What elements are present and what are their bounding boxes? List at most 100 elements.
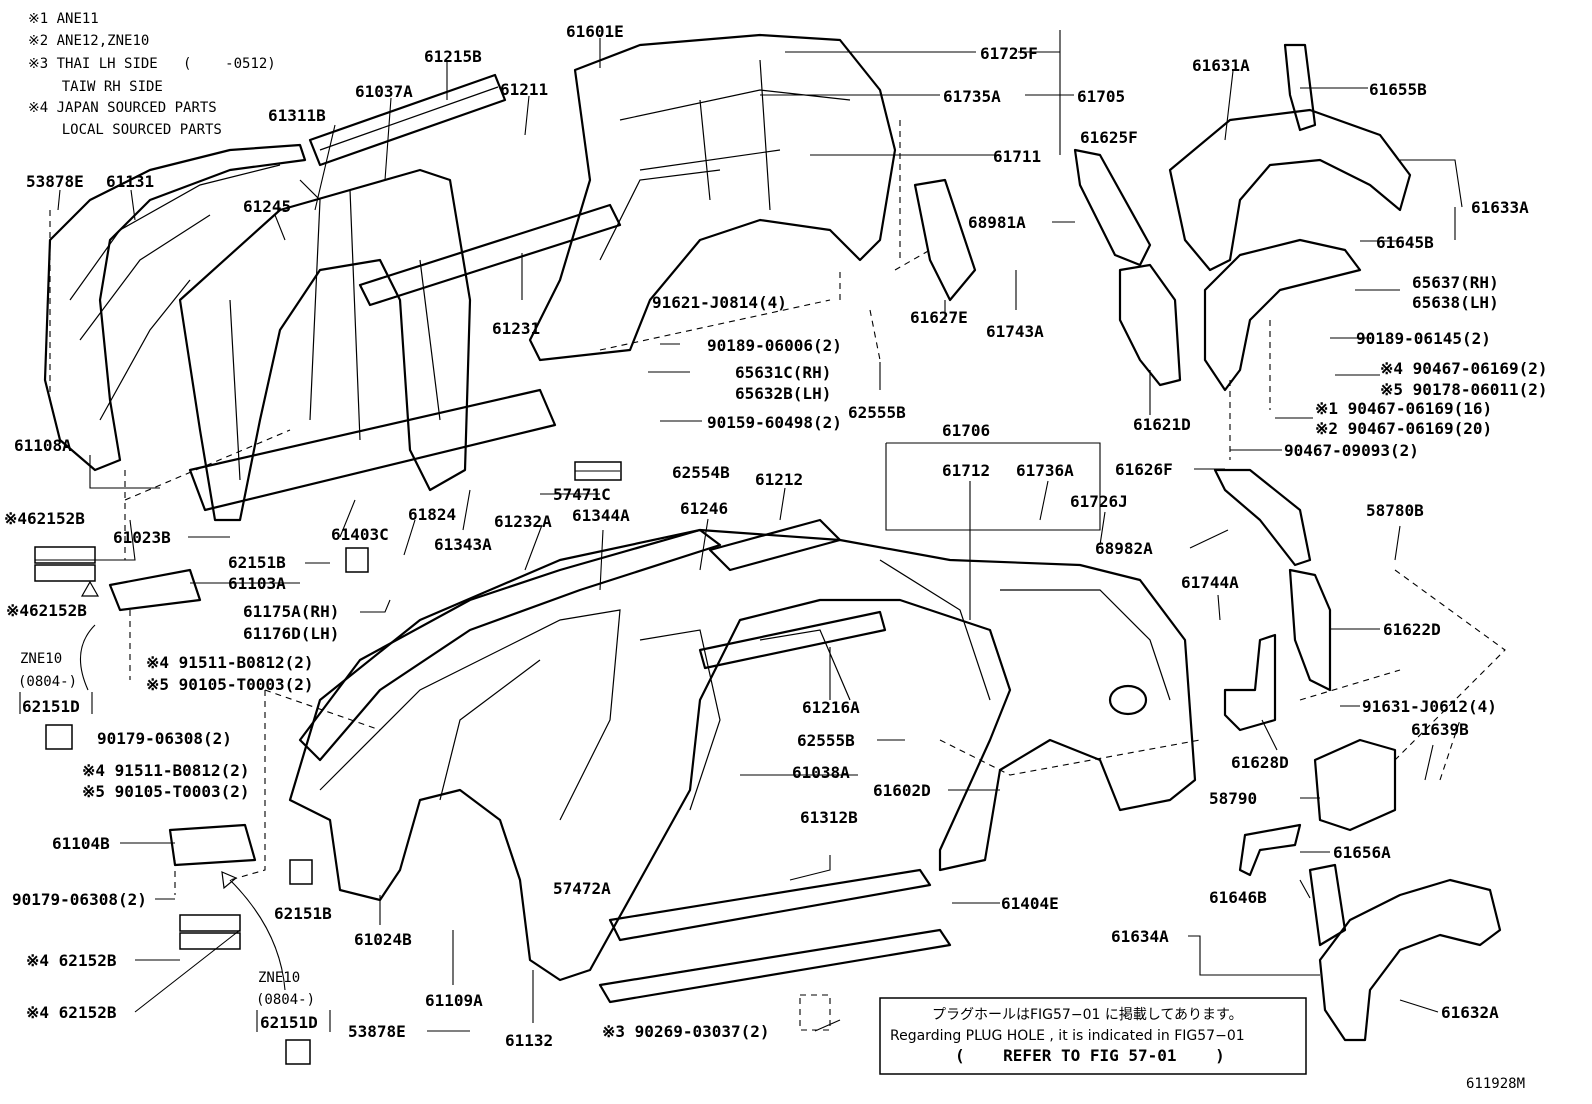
part-label: 61108A	[14, 436, 72, 455]
part-label: 61645B	[1376, 233, 1434, 252]
part-label: ZNE10	[258, 970, 300, 986]
part-label: 61632A	[1441, 1003, 1499, 1022]
arrow-curve	[229, 879, 286, 991]
guide	[599, 270, 881, 361]
bracket-61622D	[1288, 568, 1332, 692]
part-outlines	[34, 33, 1502, 1065]
part-label: 61131	[106, 172, 154, 191]
note-box-line-jp: プラグホールはFIG57−01 に掲載してあります。	[932, 1007, 1243, 1023]
part-label: 61627E	[910, 308, 968, 327]
part-label: 61176D(LH)	[243, 624, 339, 643]
part-label: ※5 90178-06011(2)	[1380, 380, 1548, 399]
part-label: 61639B	[1411, 720, 1469, 739]
leader	[540, 343, 881, 495]
part-label: 57472A	[553, 879, 611, 898]
part-label: 61824	[408, 505, 456, 524]
leader	[814, 1019, 841, 1032]
part-label: 61736A	[1016, 461, 1074, 480]
bracket-61625F	[1073, 148, 1152, 267]
part-label: 91631-J0612(4)	[1362, 697, 1497, 716]
note-line: ※1 ANE11	[28, 11, 99, 27]
part-label: 61626F	[1115, 460, 1173, 479]
guide	[124, 429, 291, 680]
part-label: 61743A	[986, 322, 1044, 341]
part-label: (0804-)	[256, 992, 315, 1008]
leader	[1188, 851, 1439, 1013]
roof-side-rail-outline	[298, 528, 722, 762]
part-label: 65632B(LH)	[735, 384, 831, 403]
part-label: 62151B	[228, 553, 286, 572]
part-label: 61735A	[943, 87, 1001, 106]
roof-panel-61212	[708, 518, 842, 572]
part-label: 62555B	[797, 731, 855, 750]
part-label: 90467-09093(2)	[1284, 441, 1419, 460]
leader	[760, 30, 1074, 156]
part-label: 61705	[1077, 87, 1125, 106]
block-62151B-b	[289, 859, 313, 885]
leader	[524, 487, 831, 700]
rocker-inner-outline	[188, 388, 557, 512]
part-label: 62554B	[672, 463, 730, 482]
part-label: 58780B	[1366, 501, 1424, 520]
leader	[1189, 468, 1401, 630]
part-label: 91621-J0814(4)	[652, 293, 787, 312]
part-label: 65637(RH)	[1412, 273, 1499, 292]
guide	[1229, 320, 1271, 460]
leader	[120, 842, 241, 1013]
part-label: 61601E	[566, 22, 624, 41]
wheelhouse-liner	[1203, 238, 1362, 392]
bracket-61646B	[1308, 863, 1347, 947]
rocker-outer-61312B	[608, 868, 932, 942]
part-label: 90189-06145(2)	[1356, 329, 1491, 348]
roof-rail-inner	[319, 86, 499, 151]
wheelhouse-outer-top	[1168, 108, 1412, 272]
outer-side-panel	[288, 528, 1197, 982]
part-label: 61216A	[802, 698, 860, 717]
part-label: 61246	[680, 499, 728, 518]
note-line: LOCAL SOURCED PARTS	[28, 122, 222, 138]
part-label: 61312B	[800, 808, 858, 827]
part-label: 62555B	[848, 403, 906, 422]
note-box-line-refer: ( REFER TO FIG 57-01 )	[955, 1046, 1225, 1065]
part-label: 61175A(RH)	[243, 602, 339, 621]
bracket-mark	[256, 1010, 331, 1032]
note-box-frame	[879, 997, 1307, 1075]
part-label: 61712	[942, 461, 990, 480]
arrow-head	[80, 580, 100, 597]
part-label: ※4 91511-B0812(2)	[146, 653, 314, 672]
note-line: ※2 ANE12,ZNE10	[28, 33, 149, 49]
rear-quarter-inner-detail	[599, 59, 851, 261]
front-pillar-inner	[69, 164, 281, 421]
part-label: 61245	[243, 197, 291, 216]
block-62151D-a	[45, 724, 73, 750]
part-label: 62151B	[274, 904, 332, 923]
part-label: ※4 90467-06169(2)	[1380, 359, 1548, 378]
leader	[1224, 70, 1463, 242]
hinge-61103A	[108, 568, 202, 612]
part-label: 58790	[1209, 789, 1257, 808]
part-label: ※4 62152B	[26, 1003, 117, 1022]
leader	[740, 739, 1000, 904]
bracket-mark	[19, 692, 93, 714]
part-label: 62151D	[260, 1013, 318, 1032]
bracket-61628D	[1223, 633, 1277, 732]
part-label: ※462152B	[6, 601, 87, 620]
part-label: ※5 90105-T0003(2)	[82, 782, 250, 801]
bracket-61626F	[1213, 468, 1312, 567]
part-label: 61231	[492, 319, 540, 338]
pad-62152B-a2	[34, 564, 96, 582]
bracket-61621D	[1118, 263, 1182, 387]
part-label: 61711	[993, 147, 1041, 166]
leader	[1217, 594, 1434, 799]
part-label: 61404E	[1001, 894, 1059, 913]
pad-62152B-b2	[179, 932, 241, 950]
guide	[1299, 569, 1506, 781]
note-line: ※3 THAI LH SIDE ( -0512)	[28, 56, 276, 72]
rear-quarter-inner-outline	[528, 33, 897, 362]
guide	[894, 120, 931, 271]
bracket-61655B	[1283, 43, 1317, 132]
part-label: 61622D	[1383, 620, 1441, 639]
notes-block: ※1 ANE11 ※2 ANE12,ZNE10 ※3 THAI LH SIDE …	[28, 11, 276, 138]
part-labels: 61601E 61725F 61735A 61705 61711 61215B …	[4, 22, 1548, 1050]
part-label: 68982A	[1095, 539, 1153, 558]
